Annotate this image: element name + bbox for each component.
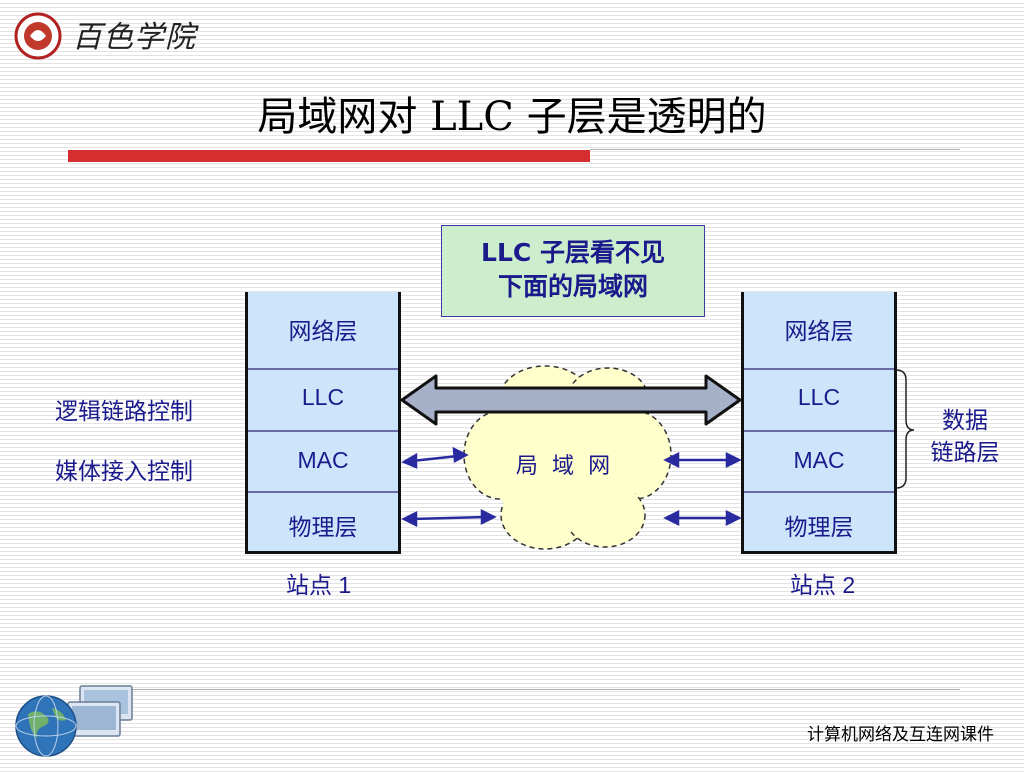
station-1-layer-physical: 物理层 — [288, 514, 358, 540]
label-llc-full: 逻辑链路控制 — [55, 398, 193, 424]
logo-text: 百色学院 — [72, 20, 196, 55]
llc-peer-arrow — [400, 374, 742, 426]
station-1-layer-mac: MAC — [297, 447, 349, 473]
station-1-label: 站点 1 — [286, 572, 352, 598]
data-link-brace — [895, 369, 915, 489]
station-2-divider — [743, 491, 895, 493]
station-1-divider — [247, 491, 399, 493]
station-2-layer-mac: MAC — [793, 447, 845, 473]
station-2-layer-network: 网络层 — [784, 318, 854, 344]
data-link-layer-label: 数据 链路层 — [920, 404, 1010, 468]
station-1-divider — [247, 368, 399, 370]
data-link-layer-label-line-2: 链路层 — [930, 439, 1000, 465]
lan-cloud-label: 局 域 网 — [515, 453, 615, 478]
globe-network-icon — [8, 680, 143, 768]
callout-box: LLC 子层看不见 下面的局域网 — [441, 225, 705, 317]
data-link-layer-label-line-1: 数据 — [942, 407, 988, 433]
page-title: 局域网对 LLC 子层是透明的 — [257, 94, 767, 140]
station-2-layer-llc: LLC — [797, 384, 841, 410]
station-1-layer-llc: LLC — [301, 384, 345, 410]
station-2-divider — [743, 430, 895, 432]
logo — [12, 12, 192, 60]
station-1-left-border — [245, 292, 248, 554]
station-2-layer-physical: 物理层 — [784, 514, 854, 540]
station-2-label: 站点 2 — [790, 572, 856, 598]
mac-link-arrows — [401, 446, 742, 469]
footer-rule — [130, 689, 960, 690]
station-2-stack: 网络层 LLC MAC 物理层 — [743, 292, 895, 552]
callout-line-1: LLC 子层看不见 — [481, 238, 665, 267]
logo-seal-icon — [14, 12, 62, 60]
station-2-right-border — [894, 292, 897, 554]
station-2-divider — [743, 368, 895, 370]
lan-cloud-core — [486, 386, 646, 530]
station-1-bottom-border — [245, 551, 401, 554]
physical-link-arrows — [401, 508, 742, 528]
footer-course-title: 计算机网络及互连网课件 — [807, 725, 994, 745]
station-1-layer-network: 网络层 — [288, 318, 358, 344]
station-2-bottom-border — [741, 551, 897, 554]
station-1-right-border — [398, 292, 401, 554]
title-underline-accent — [68, 150, 590, 162]
station-1-divider — [247, 430, 399, 432]
callout-line-2: 下面的局域网 — [497, 272, 648, 301]
title-underline-rule — [590, 149, 960, 150]
station-1-stack: 网络层 LLC MAC 物理层 — [247, 292, 399, 552]
station-2-left-border — [741, 292, 744, 554]
label-mac-full: 媒体接入控制 — [55, 458, 193, 484]
